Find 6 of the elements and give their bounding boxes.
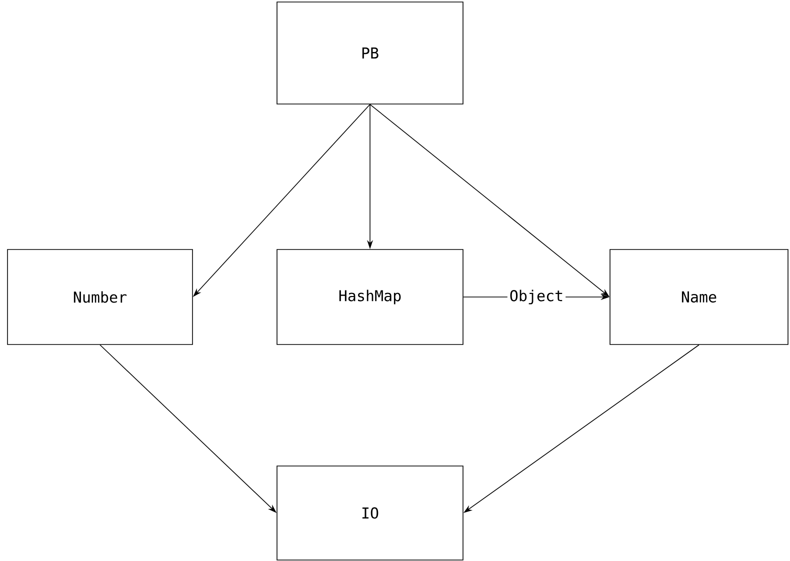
process-box: HashMap	[276, 249, 464, 345]
process-box: PB	[276, 2, 464, 104]
process-box: IO	[276, 466, 464, 560]
edge-label: Object	[507, 288, 566, 306]
process-box: Number	[7, 249, 193, 345]
process-box: Name	[610, 249, 788, 345]
